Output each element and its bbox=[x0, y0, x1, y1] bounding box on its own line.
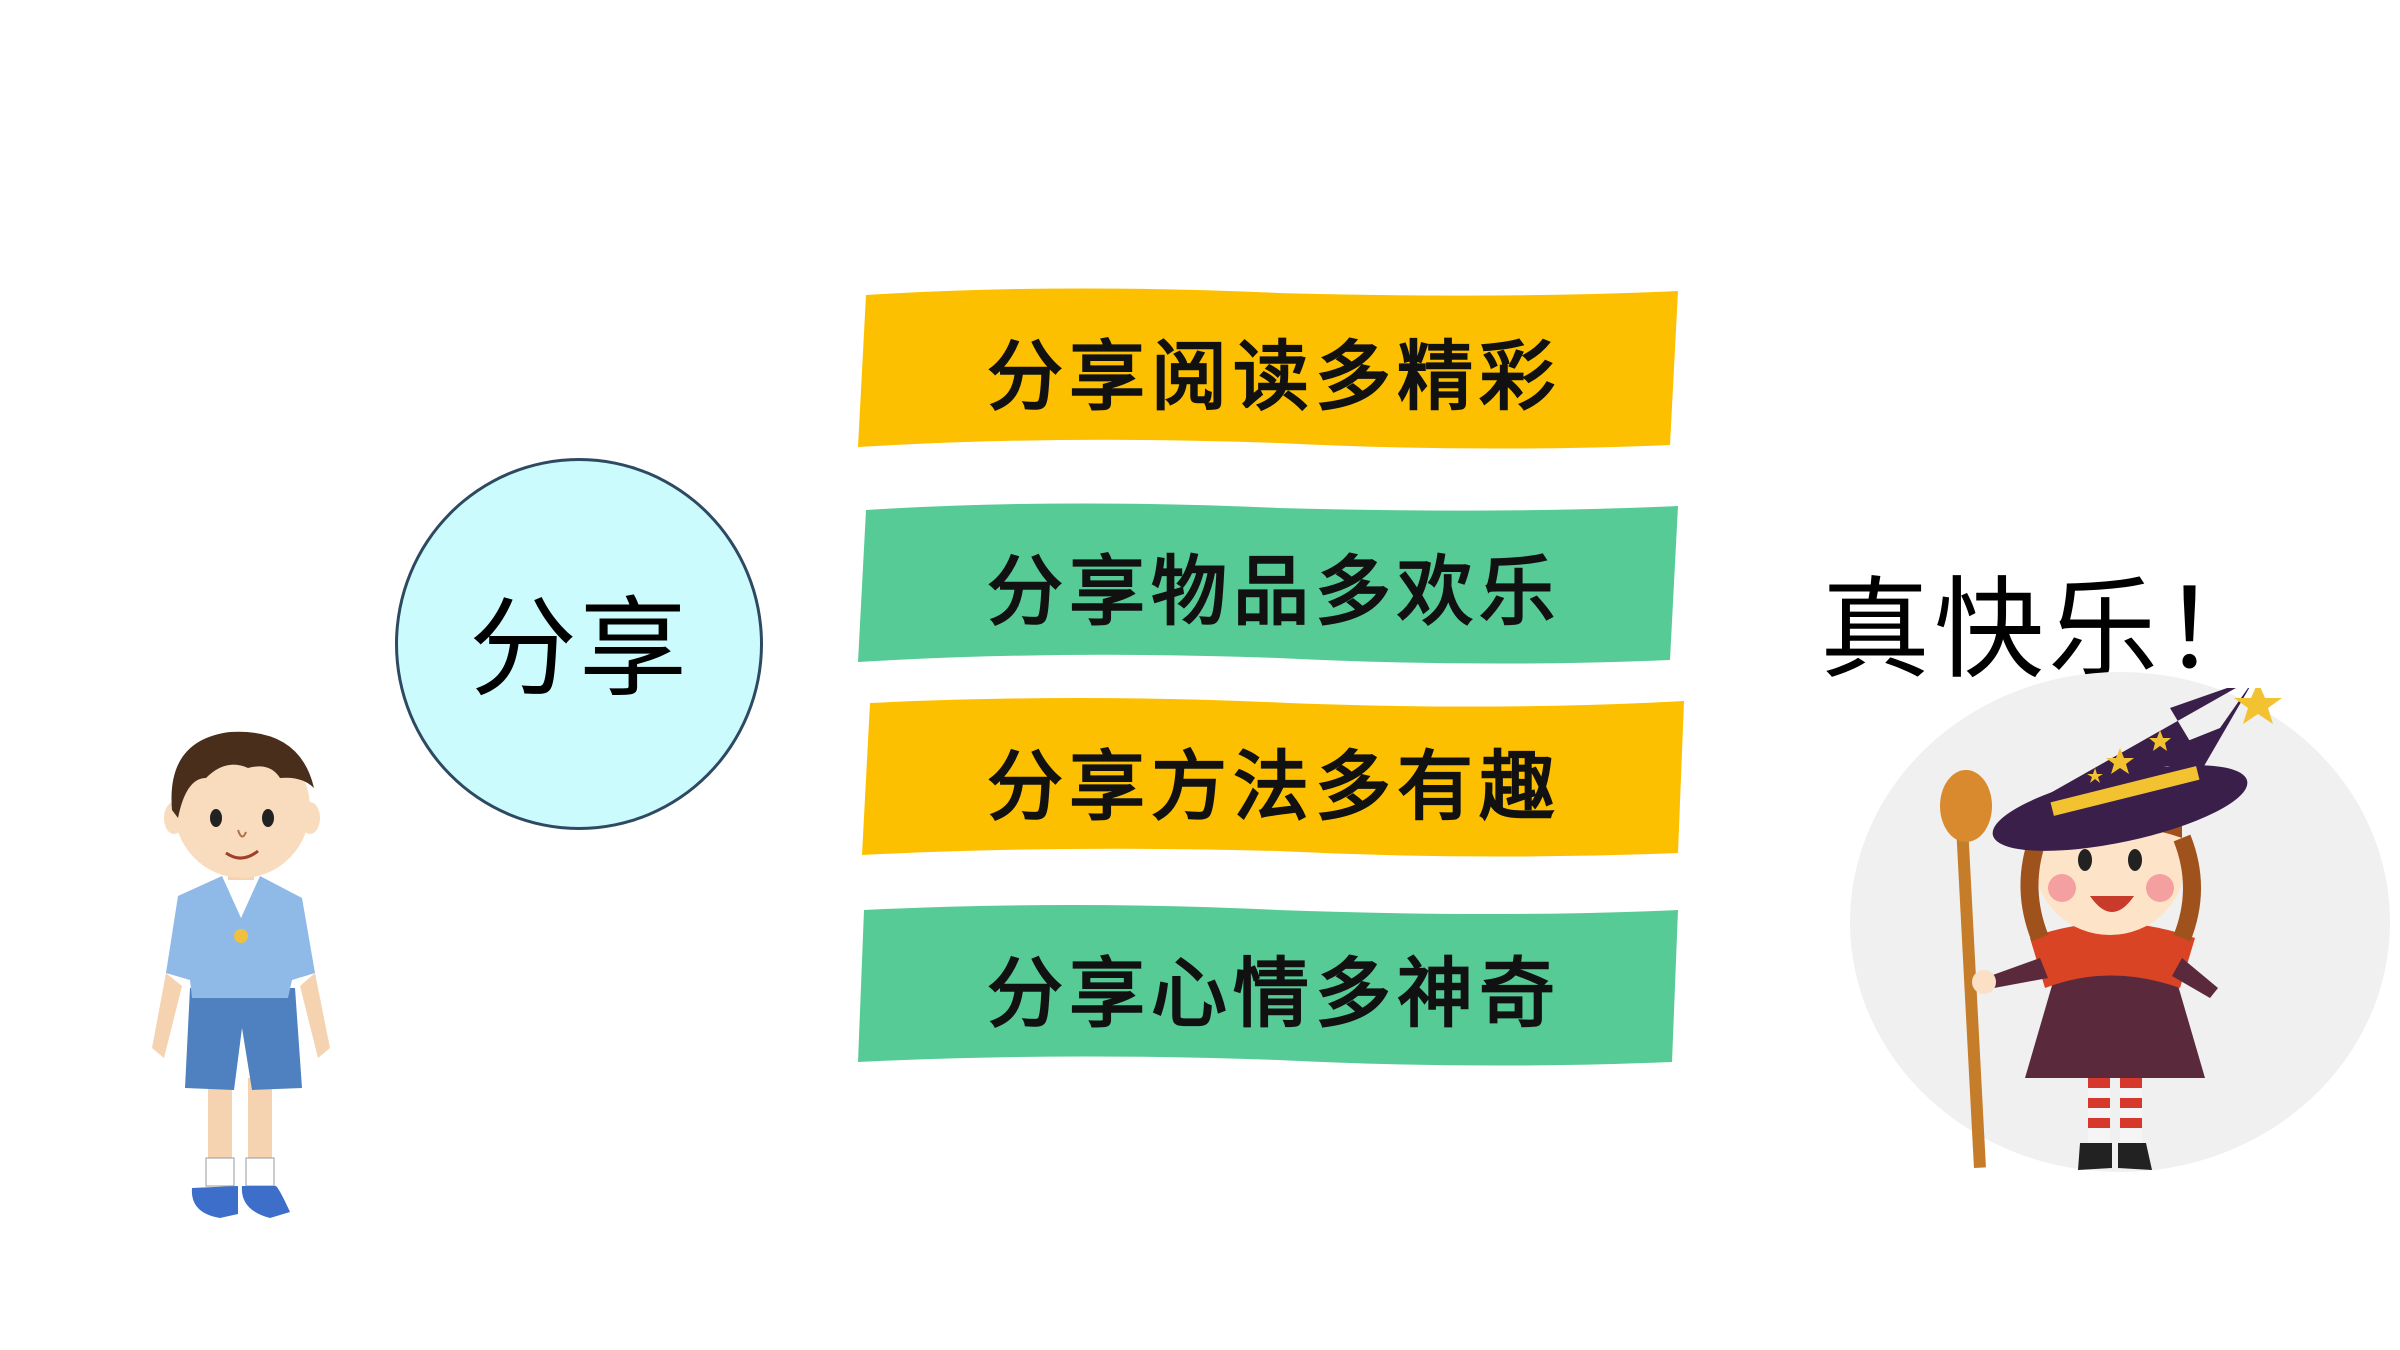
speech-text: 真快乐！ bbox=[1820, 566, 2276, 694]
banner-methods-label: 分享方法多有趣 bbox=[987, 742, 1561, 831]
banner-items: 分享物品多欢乐 bbox=[858, 500, 1690, 670]
banner-items-label: 分享物品多欢乐 bbox=[987, 547, 1561, 636]
banner-mood: 分享心情多神奇 bbox=[858, 902, 1690, 1072]
boy-illustration bbox=[152, 731, 330, 1218]
banner-reading-label: 分享阅读多精彩 bbox=[987, 332, 1561, 421]
banner-reading: 分享阅读多精彩 bbox=[858, 285, 1690, 455]
banner-mood-label: 分享心情多神奇 bbox=[987, 949, 1561, 1038]
witch-illustration bbox=[1940, 688, 2282, 1170]
banner-shape bbox=[858, 905, 1678, 1066]
banner-shape bbox=[858, 288, 1678, 449]
share-circle: 分享 bbox=[395, 458, 763, 830]
banner-methods: 分享方法多有趣 bbox=[858, 695, 1690, 865]
banner-shape bbox=[858, 503, 1678, 664]
share-circle-label: 分享 bbox=[468, 587, 689, 712]
banner-shape bbox=[862, 698, 1684, 857]
